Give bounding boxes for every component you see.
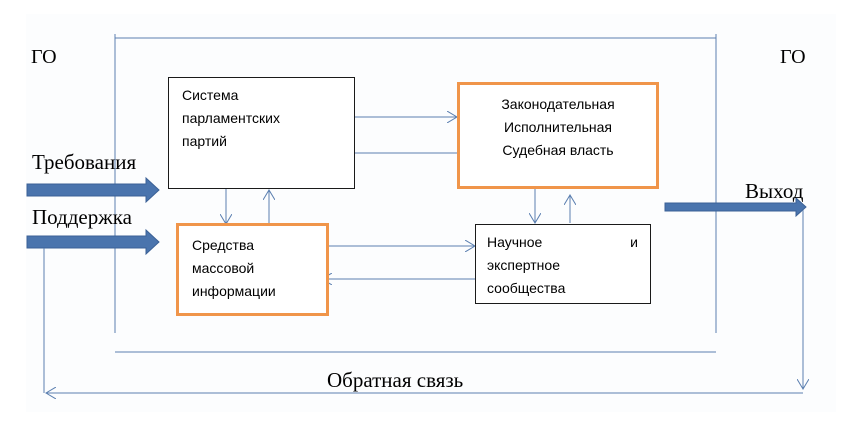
media-box: Средства массовой информации [176, 223, 329, 316]
support-label: Поддержка [32, 205, 132, 229]
output-arrow [664, 196, 807, 218]
experts-box-line: сообщества [487, 280, 566, 296]
environment-label-right: ГО [780, 46, 806, 68]
branches-box-line: Исполнительная [504, 119, 612, 135]
branches-box: Законодательная Исполнительная Судебная … [457, 82, 659, 189]
experts-box-line: экспертное [487, 257, 560, 273]
parties-box: Система парламентских партий [168, 77, 355, 189]
parties-box-line: парламентских [182, 110, 280, 126]
experts-box-word: Научное [487, 234, 543, 250]
experts-box: Научное и экспертное сообщества [475, 224, 651, 304]
media-box-line: массовой [192, 260, 255, 276]
diagram-background [26, 14, 836, 412]
branches-box-line: Законодательная [501, 96, 615, 112]
experts-box-word: и [630, 234, 638, 250]
feedback-label: Обратная связь [327, 368, 464, 392]
demands-label: Требования [32, 150, 137, 174]
branches-box-line: Судебная власть [502, 142, 614, 158]
demands-arrow [26, 176, 160, 204]
parties-box-line: партий [182, 133, 227, 149]
support-arrow [26, 228, 160, 256]
media-box-line: Средства [192, 237, 255, 253]
media-box-line: информации [192, 283, 276, 299]
parties-box-line: Система [182, 87, 239, 103]
environment-label-left: ГО [31, 46, 57, 68]
output-label: Выход [745, 179, 804, 203]
experts-box-line-first: Научное и [487, 231, 650, 254]
